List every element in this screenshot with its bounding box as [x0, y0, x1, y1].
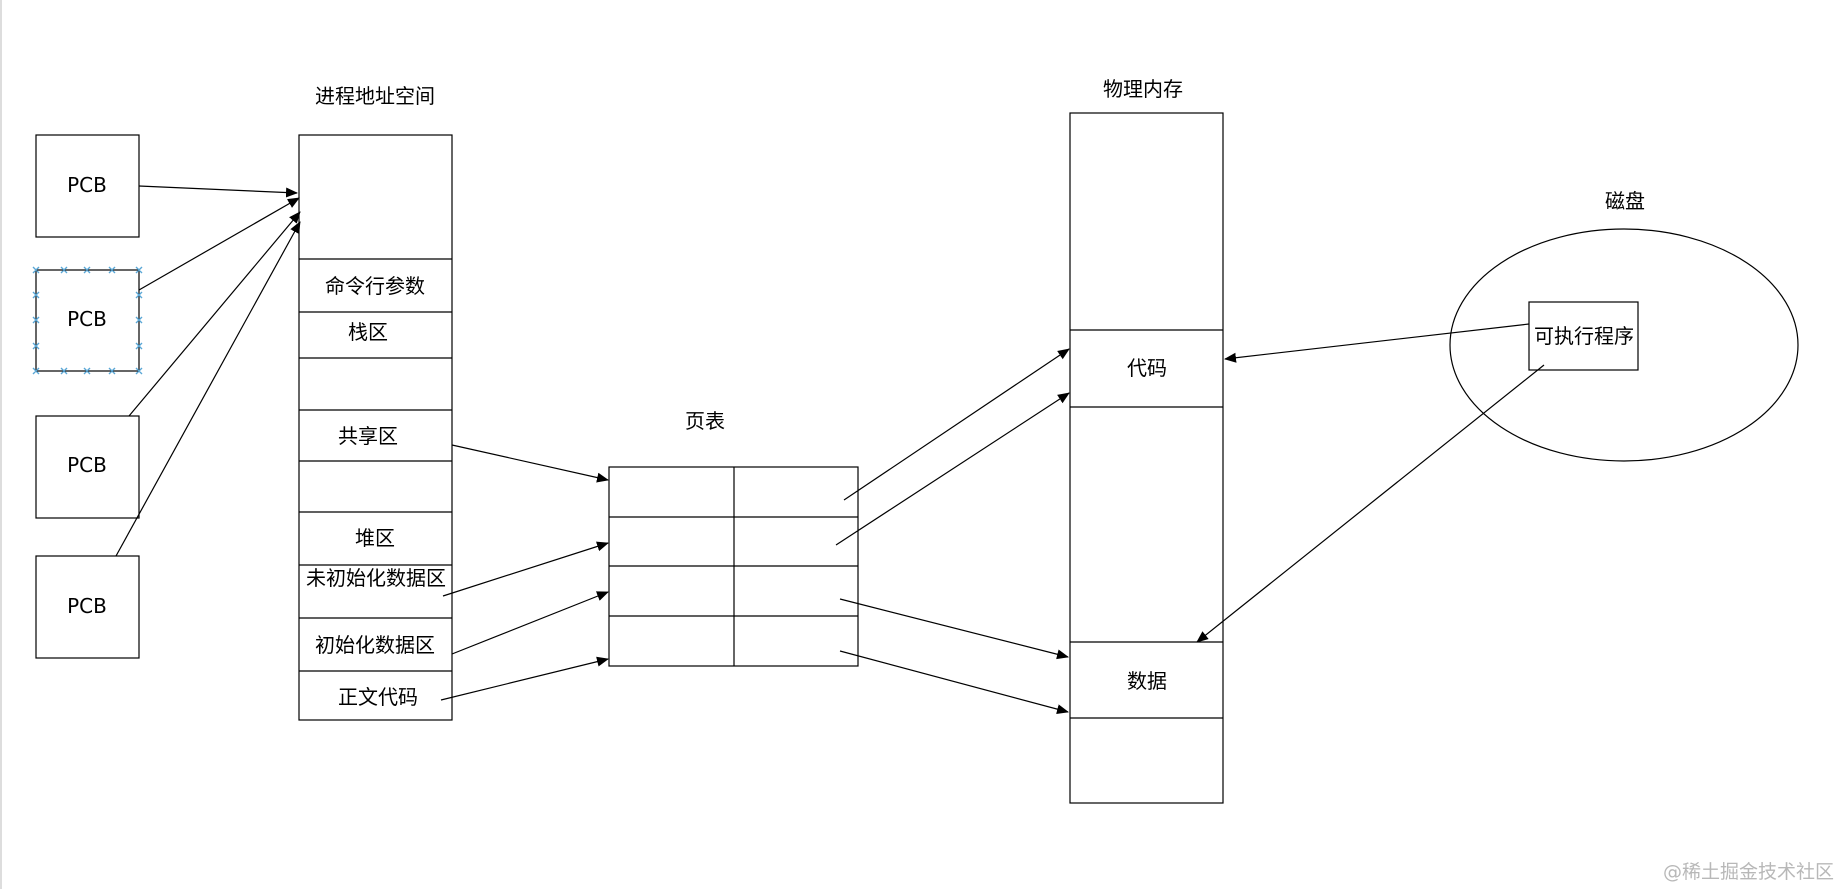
arrow-page-table-to-data-1 [839, 598, 1069, 660]
arrow-page-table-to-code-1 [843, 348, 1070, 501]
arrow-pcb1-to-address-space [138, 185, 298, 198]
memory-code-label: 代码 [1127, 356, 1167, 380]
segment-shared: 共享区 [338, 424, 398, 448]
segment-stack: 栈区 [348, 320, 388, 344]
disk-title: 磁盘 [1605, 189, 1645, 213]
segment-command-line-args: 命令行参数 [325, 274, 425, 298]
segment-uninitialized-data: 未初始化数据区 [306, 566, 446, 590]
arrow-page-table-to-code-2 [835, 392, 1070, 546]
pcb-label: PCB [67, 453, 107, 477]
arrow-pcb4-to-address-space [115, 221, 301, 557]
arrow-program-to-code [1224, 323, 1530, 363]
arrow-page-table-to-data-2 [839, 650, 1069, 714]
page-table-title: 页表 [685, 409, 725, 433]
watermark-logo-text: @稀土掘金技术社区 [1663, 861, 1834, 883]
pcb-block-4[interactable]: PCB [35, 555, 140, 659]
pcb-block-2-selected[interactable]: PCB [32, 266, 143, 375]
segment-initialized-data: 初始化数据区 [315, 633, 435, 657]
page-table-grid[interactable] [608, 466, 859, 667]
segment-text-code: 正文代码 [338, 685, 418, 709]
arrow-pcb2-to-address-space [138, 197, 300, 291]
memory-data-label: 数据 [1127, 669, 1167, 693]
address-space-column[interactable] [298, 134, 453, 721]
arrow-shared-to-page-table [451, 444, 609, 483]
arrow-program-to-data [1196, 364, 1545, 643]
executable-program-box[interactable]: 可执行程序 [1528, 301, 1639, 371]
selection-handles[interactable] [32, 266, 143, 375]
arrow-text-code-to-page-table [440, 656, 609, 701]
pcb-label: PCB [67, 307, 107, 331]
arrow-uninitialized-to-page-table [442, 541, 609, 597]
executable-program-label: 可执行程序 [1534, 324, 1634, 348]
pcb-label: PCB [67, 594, 107, 618]
pcb-block-1[interactable]: PCB [35, 134, 140, 238]
physical-memory-column[interactable] [1069, 112, 1224, 804]
arrow-pcb3-to-address-space [128, 211, 301, 417]
physical-memory-title: 物理内存 [1103, 77, 1183, 101]
arrow-initialized-to-page-table [451, 591, 609, 655]
pcb-block-3[interactable]: PCB [35, 415, 140, 519]
address-space-title: 进程地址空间 [315, 84, 435, 108]
segment-heap: 堆区 [355, 526, 395, 550]
pcb-label: PCB [67, 173, 107, 197]
